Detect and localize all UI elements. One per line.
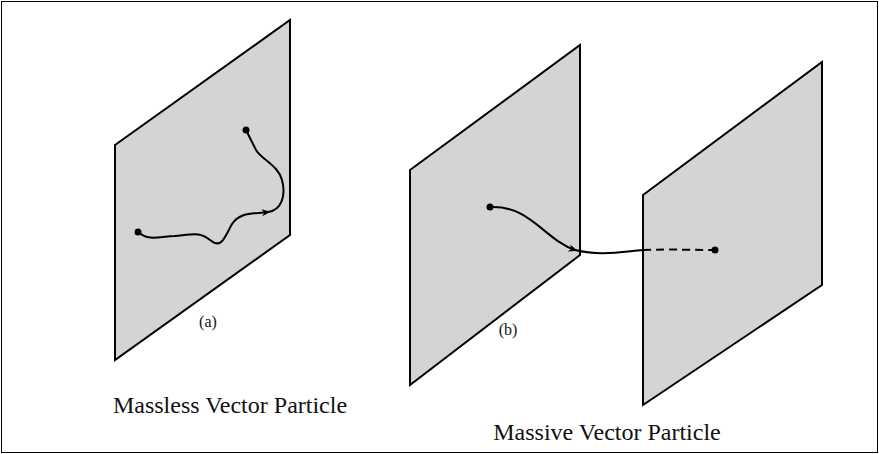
panel-letter: (b)	[499, 321, 518, 339]
endpoint-dot	[135, 229, 142, 236]
plane	[115, 20, 290, 360]
endpoint-dot	[712, 247, 719, 254]
particle-path	[138, 212, 268, 243]
hidden-path	[643, 249, 715, 251]
plane	[643, 62, 822, 405]
particle-path	[246, 130, 283, 212]
particle-path	[490, 207, 575, 250]
endpoint-dot	[243, 127, 250, 134]
plane	[410, 45, 580, 385]
panel-letter: (a)	[199, 313, 217, 331]
panel-caption: Massive Vector Particle	[493, 419, 721, 445]
endpoint-dot	[487, 204, 494, 211]
particle-path	[575, 250, 643, 253]
panel-caption: Massless Vector Particle	[113, 392, 347, 418]
